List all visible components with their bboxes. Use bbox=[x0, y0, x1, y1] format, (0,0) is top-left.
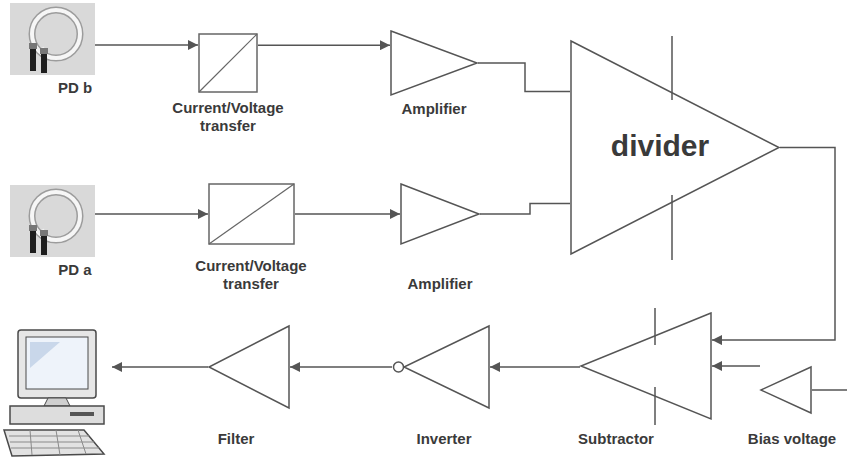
block-label: Amplifier bbox=[407, 275, 472, 293]
block-label: Amplifier bbox=[401, 100, 466, 118]
photodetector-icon: PD b bbox=[10, 3, 95, 75]
subtractor-tick bbox=[654, 387, 656, 425]
subtractor-tick bbox=[654, 308, 656, 345]
subtractor-triangle: Subtractor bbox=[580, 312, 712, 420]
block-label: PD a bbox=[58, 261, 91, 279]
filter-triangle bbox=[208, 325, 290, 409]
bias-triangle bbox=[760, 366, 812, 414]
signal-arrow bbox=[712, 365, 760, 367]
divider-tick bbox=[671, 36, 673, 100]
converter-box bbox=[198, 33, 258, 93]
filter-triangle: Filter bbox=[208, 325, 290, 409]
inverter-triangle: Inverter bbox=[392, 325, 490, 409]
signal-arrow bbox=[712, 148, 835, 341]
photodetector-icon bbox=[10, 185, 95, 257]
amplifier-triangle: Amplifier bbox=[390, 30, 478, 96]
block-title: divider bbox=[611, 128, 709, 164]
block-label: PD b bbox=[58, 79, 92, 97]
converter-box: Current/Voltage transfer bbox=[208, 183, 295, 245]
signal-arrow bbox=[480, 203, 570, 214]
divider-tick bbox=[671, 195, 673, 260]
signal-arrow bbox=[95, 213, 208, 215]
photodetector-icon bbox=[10, 3, 95, 75]
signal-arrow bbox=[112, 366, 208, 368]
photodetector-icon: PD a bbox=[10, 185, 95, 257]
signal-arrow bbox=[478, 63, 570, 92]
block-label: Current/Voltage transfer bbox=[163, 99, 293, 135]
signal-arrow bbox=[295, 213, 400, 215]
block-label: Current/Voltage transfer bbox=[186, 257, 316, 293]
divider-triangle: divider bbox=[570, 40, 780, 255]
computer-icon bbox=[0, 328, 112, 458]
block-label: Filter bbox=[218, 430, 255, 448]
block-label: Bias voltage bbox=[748, 430, 836, 448]
block-label: Inverter bbox=[416, 430, 471, 448]
bias-input-wire bbox=[812, 389, 847, 391]
bias-triangle: Bias voltage bbox=[760, 366, 812, 414]
converter-box: Current/Voltage transfer bbox=[198, 33, 258, 93]
amplifier-triangle bbox=[390, 30, 478, 96]
block-label: Subtractor bbox=[578, 430, 654, 448]
signal-arrow bbox=[258, 44, 390, 46]
inverter-triangle bbox=[392, 325, 490, 409]
amplifier-triangle bbox=[400, 183, 480, 245]
computer-icon bbox=[0, 328, 112, 458]
signal-arrow bbox=[490, 366, 580, 368]
signal-arrow bbox=[95, 44, 198, 46]
signal-arrow bbox=[290, 366, 392, 368]
amplifier-triangle: Amplifier bbox=[400, 183, 480, 245]
converter-box bbox=[208, 183, 295, 245]
subtractor-triangle bbox=[580, 312, 712, 420]
